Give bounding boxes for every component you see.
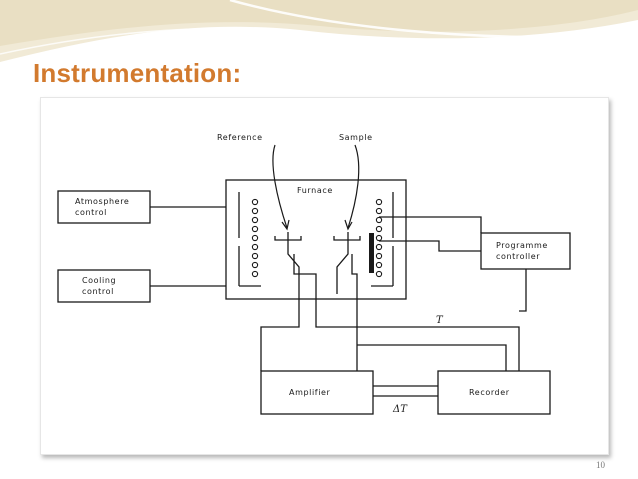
atmosphere-control-label-line2: control [75, 208, 107, 217]
header-decoration [0, 0, 638, 62]
programme-controller-box [480, 232, 571, 270]
atmosphere-control-box [57, 190, 151, 224]
recorder-box [437, 370, 551, 415]
programme-controller-label-line2: controller [496, 252, 540, 261]
atmosphere-control-label-line1: Atmosphere [75, 197, 129, 206]
furnace-label: Furnace [297, 186, 333, 195]
header-wave-line [0, 21, 638, 55]
header-wave-highlight [229, 0, 638, 39]
cooling-control-label-line2: control [82, 287, 114, 296]
amplifier-box [260, 370, 374, 415]
sample-label: Sample [339, 133, 373, 142]
delta-temperature-label: ΔT [392, 404, 408, 415]
sample-heater-block [369, 233, 374, 273]
page-number: 10 [596, 460, 605, 470]
dta-instrumentation-diagram: Reference Sample Furnace Atmosphere cont… [57, 133, 571, 415]
programme-recorder-line [519, 269, 527, 312]
furnace-heating-coil-right [375, 198, 383, 278]
slide-title: Instrumentation: [33, 58, 242, 88]
temperature-label: T [436, 315, 444, 326]
programme-controller-mid-line [379, 240, 481, 252]
amplifier-label: Amplifier [289, 388, 331, 397]
programme-controller-label-line1: Programme [496, 241, 548, 250]
recorder-label: Recorder [469, 388, 510, 397]
diagram-figure: Reference Sample Furnace Atmosphere cont… [40, 97, 609, 455]
reference-thermocouple [260, 232, 300, 371]
sample-thermocouple [336, 232, 349, 294]
header-wave-mid [0, 0, 638, 46]
reference-label: Reference [217, 133, 263, 142]
furnace-heating-coil-left [251, 198, 259, 278]
temperature-line [315, 294, 520, 371]
cooling-control-box [57, 269, 151, 303]
reference-arrow [272, 144, 288, 229]
programme-controller-top-line [379, 216, 482, 233]
sample-arrow [347, 144, 360, 229]
cooling-control-label-line1: Cooling [82, 276, 116, 285]
